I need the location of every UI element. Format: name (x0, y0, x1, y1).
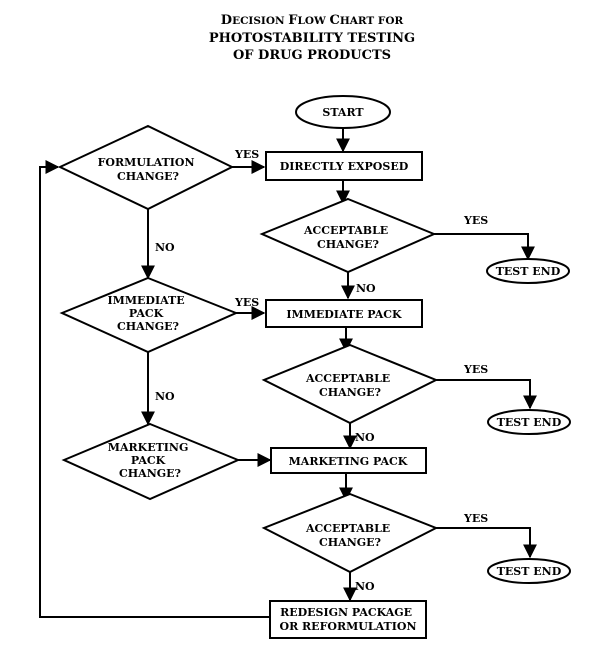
test-end-label-2: TEST END (497, 416, 562, 429)
immediate-pack-box: IMMEDIATE PACK (265, 299, 423, 328)
directly-exposed-label: DIRECTLY EXPOSED (280, 160, 409, 173)
acceptable-change-label-2: ACCEPTABLE CHANGE? (305, 372, 394, 399)
acceptable-change-label-3: ACCEPTABLE CHANGE? (305, 522, 394, 549)
formulation-change-decision: FORMULATION CHANGE? (57, 124, 235, 211)
no-label-acceptable-1: NO (356, 282, 376, 295)
arrow-acceptable-2-yes (436, 379, 537, 410)
redesign-label: REDESIGN PACKAGE OR REFORMULATION (279, 606, 416, 633)
marketing-pack-change-label: MARKETING PACK CHANGE? (108, 441, 192, 480)
title-line-1: DECISION FLOW CHART FOR (221, 13, 404, 28)
acceptable-change-decision-1: ACCEPTABLE CHANGE? (259, 197, 437, 274)
directly-exposed-box: DIRECTLY EXPOSED (265, 151, 423, 181)
branch-labels: YES YES NO NO YES YES NO NO YES NO (155, 148, 488, 593)
no-label-acceptable-2: NO (355, 431, 375, 444)
immediate-pack-change-label: IMMEDIATE PACK CHANGE? (108, 294, 189, 333)
yes-label-immediate: YES (234, 296, 259, 309)
redesign-box: REDESIGN PACKAGE OR REFORMULATION (269, 600, 427, 639)
arrow-acceptable-1-yes (434, 233, 535, 261)
connectors (39, 128, 537, 618)
marketing-pack-change-decision: MARKETING PACK CHANGE? (61, 422, 241, 501)
test-end-node-1: TEST END (486, 258, 570, 284)
test-end-label-3: TEST END (497, 565, 562, 578)
chart-title: DECISION FLOW CHART FOR PHOTOSTABILITY T… (209, 13, 415, 63)
yes-label-formulation: YES (234, 148, 259, 161)
test-end-node-3: TEST END (487, 558, 571, 584)
acceptable-change-decision-3: ACCEPTABLE CHANGE? (261, 492, 439, 574)
yes-label-acceptable-3: YES (463, 512, 488, 525)
no-label-formulation: NO (155, 241, 175, 254)
yes-label-acceptable-1: YES (463, 214, 488, 227)
marketing-pack-box: MARKETING PACK (270, 447, 427, 474)
title-line-2: PHOTOSTABILITY TESTING (209, 31, 415, 46)
start-label: START (322, 106, 364, 119)
test-end-label-1: TEST END (496, 265, 561, 278)
no-label-immediate: NO (155, 390, 175, 403)
immediate-pack-change-decision: IMMEDIATE PACK CHANGE? (59, 276, 239, 354)
arrow-redesign-loop (39, 160, 270, 618)
start-node: START (295, 95, 391, 129)
yes-label-acceptable-2: YES (463, 363, 488, 376)
arrow-acceptable-3-yes (436, 527, 537, 559)
test-end-node-2: TEST END (487, 409, 571, 435)
acceptable-change-label-1: ACCEPTABLE CHANGE? (303, 224, 392, 251)
formulation-change-label: FORMULATION CHANGE? (98, 156, 199, 183)
title-line-3: OF DRUG PRODUCTS (233, 48, 391, 63)
marketing-pack-label: MARKETING PACK (289, 455, 408, 468)
no-label-acceptable-3: NO (355, 580, 375, 593)
acceptable-change-decision-2: ACCEPTABLE CHANGE? (261, 343, 439, 425)
immediate-pack-label: IMMEDIATE PACK (286, 308, 402, 321)
